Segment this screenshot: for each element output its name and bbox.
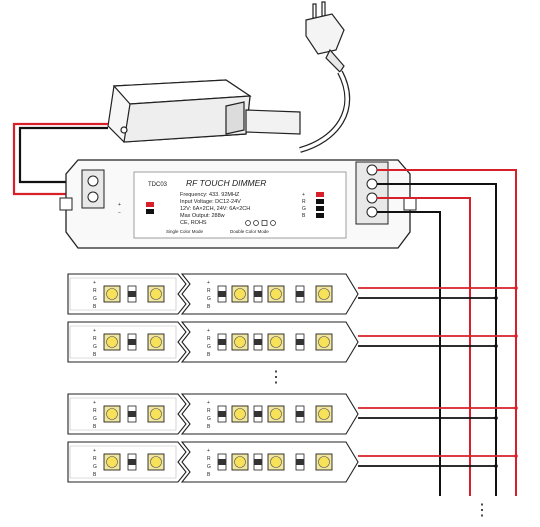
out-label-b: B bbox=[302, 213, 306, 219]
strip-pad-label: B bbox=[93, 424, 97, 430]
strip-pad-label: G bbox=[93, 416, 97, 422]
spec-input-voltage: Input Voltage: DC12-24V bbox=[180, 199, 241, 205]
strip-pad-label: + bbox=[207, 448, 210, 454]
strip-pad-label: + bbox=[93, 328, 96, 334]
strip-pad-label: R bbox=[207, 288, 211, 294]
strip-pad-label: G bbox=[93, 464, 97, 470]
led-chip-icon bbox=[231, 405, 249, 423]
strip-pad-label: + bbox=[93, 448, 96, 454]
led-chip-icon bbox=[103, 285, 121, 303]
led-chip-icon bbox=[147, 453, 165, 471]
strip-pad-label: G bbox=[207, 344, 211, 350]
adapter-red-wire bbox=[12, 122, 108, 196]
spec-current: 12V: 6A×2CH, 24V: 6A×2CH bbox=[180, 206, 250, 212]
strip-ellipsis: ⋮ bbox=[268, 369, 284, 386]
strip-pad-label: B bbox=[93, 352, 97, 358]
output-wire-bus bbox=[377, 169, 517, 496]
input-minus-mark bbox=[146, 209, 154, 214]
strip-pad-label: G bbox=[207, 416, 211, 422]
led-chip-icon bbox=[267, 453, 285, 471]
strip-pad-label: G bbox=[207, 296, 211, 302]
led-chip-icon bbox=[267, 405, 285, 423]
input-terminals bbox=[87, 175, 99, 203]
strip-pad-label: R bbox=[93, 408, 97, 414]
strip-pad-label: + bbox=[207, 400, 210, 406]
led-chip-icon bbox=[147, 285, 165, 303]
led-chip-icon bbox=[267, 285, 285, 303]
mode-single-label: Single Color Mode bbox=[166, 229, 204, 234]
out-label-r: R bbox=[302, 199, 306, 205]
led-chip-icon bbox=[103, 405, 121, 423]
led-chip-icon bbox=[147, 333, 165, 351]
input-minus-label: − bbox=[118, 210, 121, 216]
strip-pad-label: R bbox=[207, 336, 211, 342]
strip-pad-label: R bbox=[207, 456, 211, 462]
input-plus-mark bbox=[146, 202, 154, 207]
out-label-g: G bbox=[302, 206, 306, 212]
strip-pad-label: + bbox=[207, 280, 210, 286]
strip-pad-label: + bbox=[93, 400, 96, 406]
strip-pad-label: R bbox=[93, 288, 97, 294]
spec-max-output: Max Output: 288w bbox=[180, 213, 225, 219]
strip-pad-label: + bbox=[207, 328, 210, 334]
adapter-black-wire bbox=[18, 126, 108, 184]
strip-pad-label: R bbox=[207, 408, 211, 414]
controller-title: RF TOUCH DIMMER bbox=[186, 178, 266, 188]
led-chip-icon bbox=[315, 333, 333, 351]
strip-pad-label: B bbox=[207, 472, 211, 478]
out-label-plus: + bbox=[302, 192, 305, 198]
spec-certification: CE, ROHS bbox=[180, 220, 207, 226]
power-plug-icon bbox=[299, 1, 351, 153]
power-adapter-icon bbox=[107, 79, 301, 143]
strip-pad-label: B bbox=[207, 352, 211, 358]
led-chip-icon bbox=[315, 285, 333, 303]
mode-double-label: Double Color Mode bbox=[230, 229, 269, 234]
input-terminal-block bbox=[81, 169, 105, 209]
label-panel bbox=[133, 171, 347, 239]
strip-pad-label: B bbox=[207, 424, 211, 430]
strip-pad-label: G bbox=[207, 464, 211, 470]
controller-box bbox=[59, 159, 417, 249]
input-plus-label: + bbox=[118, 202, 121, 208]
led-chip-icon bbox=[315, 405, 333, 423]
led-chip-icon bbox=[267, 333, 285, 351]
led-chip-icon bbox=[147, 405, 165, 423]
controller-model: TDC03 bbox=[148, 182, 168, 188]
strip-pad-label: G bbox=[93, 344, 97, 350]
strip-pad-label: B bbox=[207, 304, 211, 310]
strip-pad-label: R bbox=[93, 456, 97, 462]
led-chip-icon bbox=[103, 333, 121, 351]
strip-pad-label: G bbox=[93, 296, 97, 302]
strip-pad-label: + bbox=[93, 280, 96, 286]
wire-ellipsis: ⋮ bbox=[474, 502, 490, 519]
certification-marks-icon bbox=[245, 220, 276, 226]
strip-pad-label: B bbox=[93, 472, 97, 478]
led-chip-icon bbox=[231, 453, 249, 471]
led-chip-icon bbox=[315, 453, 333, 471]
led-chip-icon bbox=[231, 285, 249, 303]
spec-frequency: Frequency: 433. 92MHZ bbox=[180, 192, 240, 198]
led-chip-icon bbox=[231, 333, 249, 351]
strip-pad-label: R bbox=[93, 336, 97, 342]
led-chip-icon bbox=[103, 453, 121, 471]
strip-pad-label: B bbox=[93, 304, 97, 310]
